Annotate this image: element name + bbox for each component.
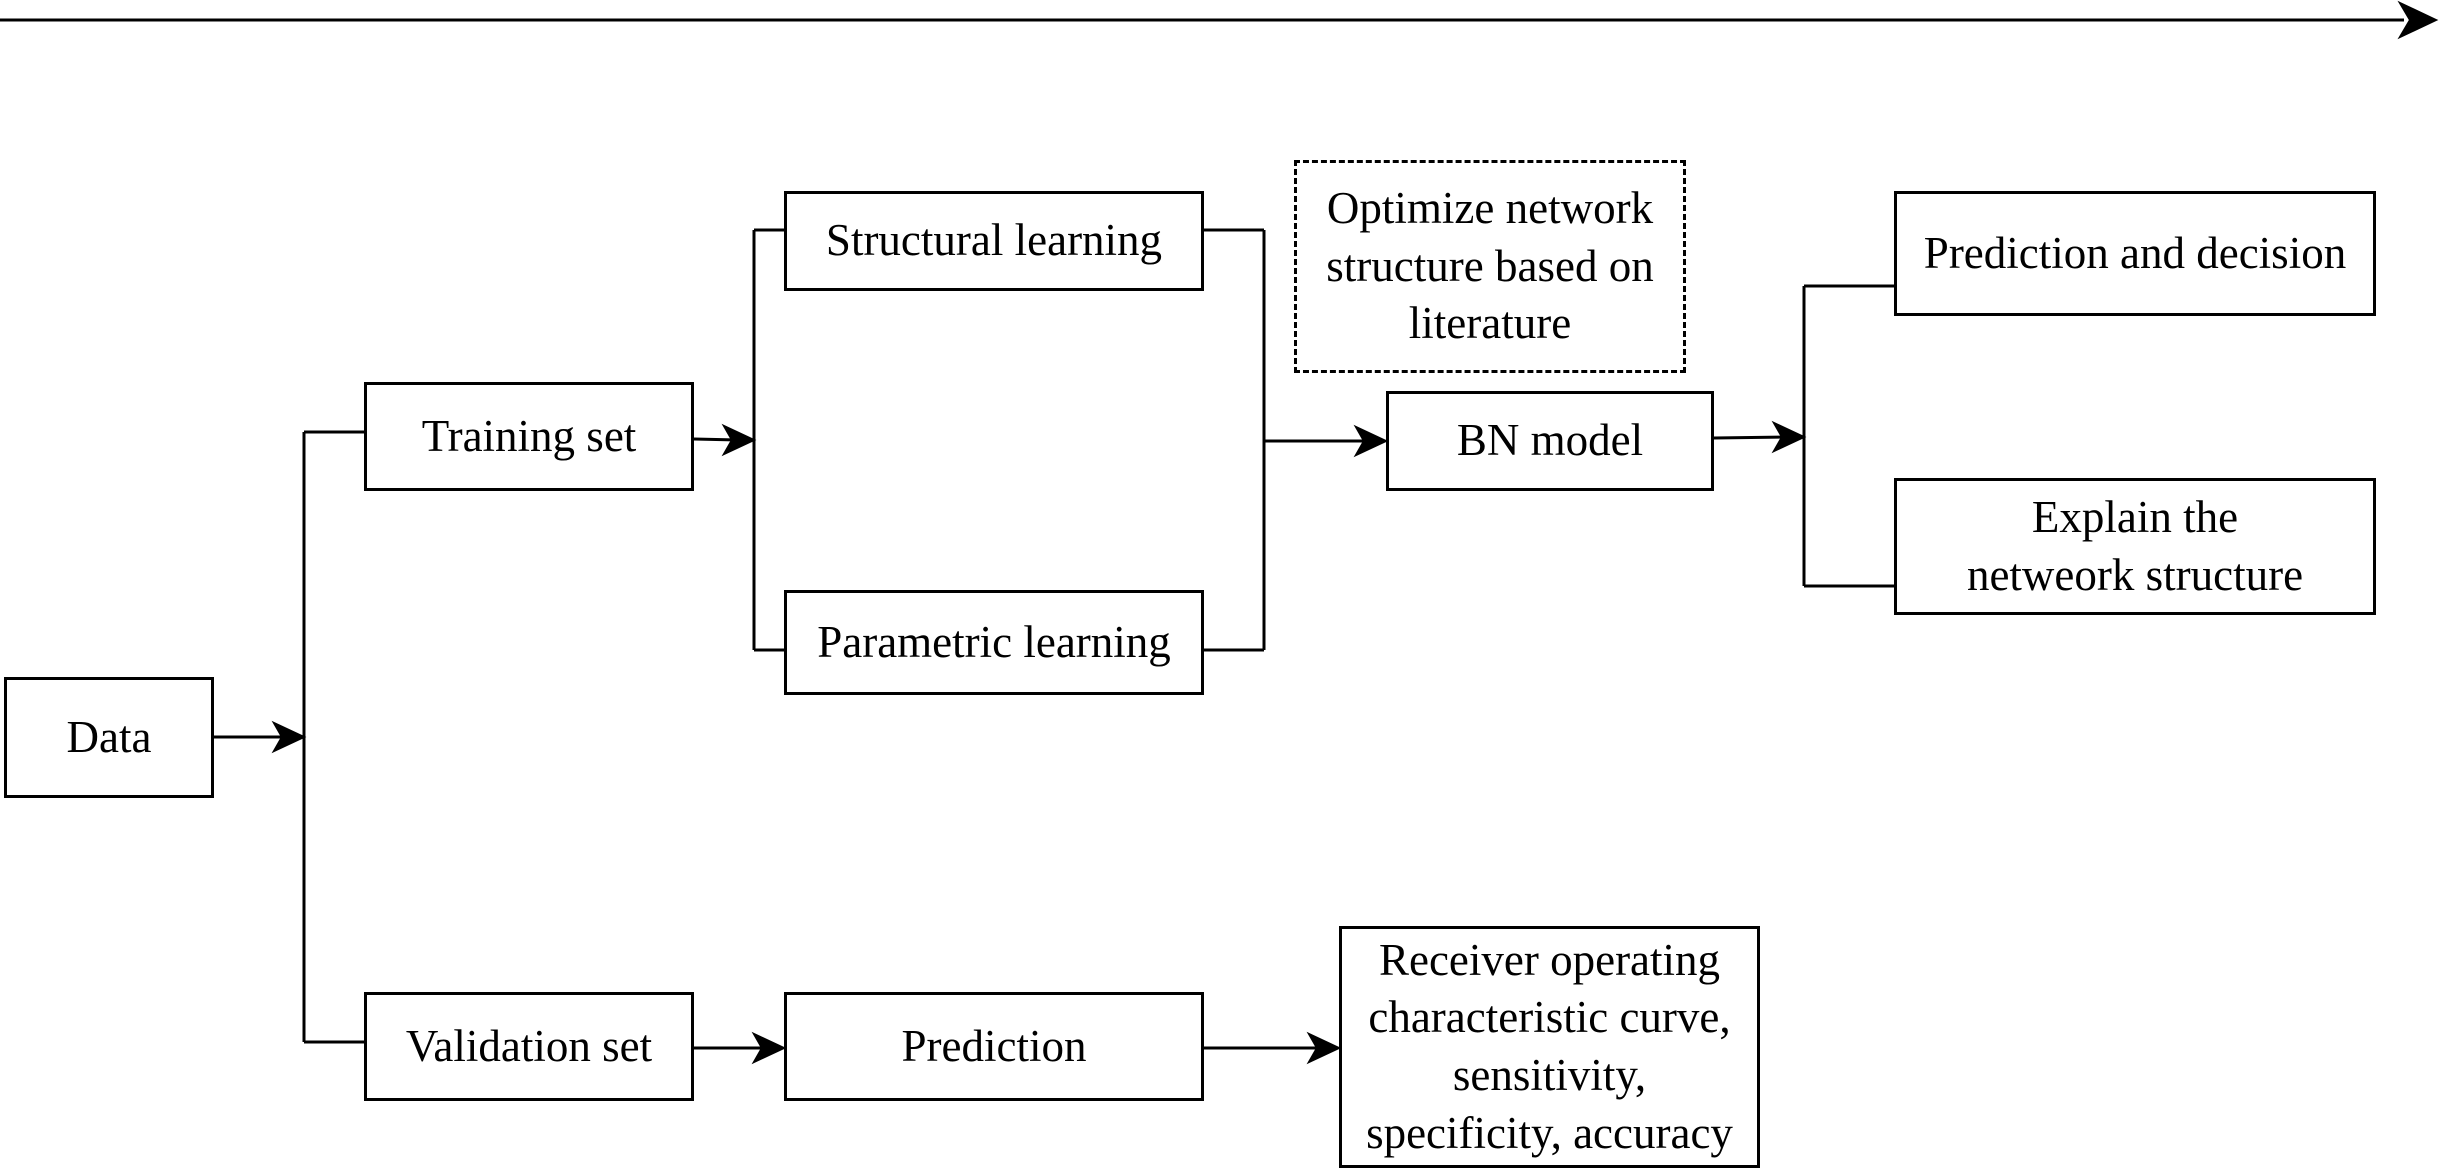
- arrow-bn-to-outputs: [1713, 435, 1789, 440]
- arrowhead-prediction: [751, 1031, 787, 1065]
- node-structural-learning-label: Structural learning: [825, 215, 1163, 266]
- note-optimize-structure-label: Optimize network structure based on lite…: [1326, 183, 1654, 349]
- node-prediction-and-decision: Prediction and decision: [1894, 191, 2376, 316]
- node-prediction-and-decision-label: Prediction and decision: [1923, 227, 2347, 278]
- arrowhead-data-split: [271, 720, 307, 754]
- arrowhead-bn-outputs: [1771, 420, 1807, 454]
- node-roc-metrics-label: Receiver operating characteristic curve,…: [1366, 934, 1733, 1158]
- node-prediction: Prediction: [784, 992, 1204, 1101]
- node-bn-model-label: BN model: [1456, 415, 1644, 466]
- timeline-arrowhead: [2397, 0, 2439, 40]
- node-prediction-label: Prediction: [901, 1020, 1087, 1071]
- node-structural-learning: Structural learning: [784, 191, 1204, 291]
- node-parametric-learning: Parametric learning: [784, 590, 1204, 695]
- node-bn-model: BN model: [1386, 391, 1714, 491]
- arrowhead-bn-model: [1353, 424, 1389, 458]
- arrowhead-metrics: [1306, 1031, 1342, 1065]
- node-validation-set: Validation set: [364, 992, 694, 1101]
- arrowhead-training-learning: [721, 423, 757, 457]
- node-explain-structure-label: Explain the netweork structure: [1966, 491, 2304, 600]
- node-training-set: Training set: [364, 382, 694, 491]
- arrow-training-to-learning: [693, 437, 739, 442]
- node-training-set-label: Training set: [421, 410, 637, 461]
- node-data: Data: [4, 677, 214, 798]
- node-parametric-learning-label: Parametric learning: [817, 616, 1171, 667]
- node-data-label: Data: [66, 711, 152, 762]
- node-validation-set-label: Validation set: [405, 1020, 653, 1071]
- node-explain-structure: Explain the netweork structure: [1894, 478, 2376, 615]
- note-optimize-structure: Optimize network structure based on lite…: [1294, 160, 1686, 373]
- node-roc-metrics: Receiver operating characteristic curve,…: [1339, 926, 1760, 1168]
